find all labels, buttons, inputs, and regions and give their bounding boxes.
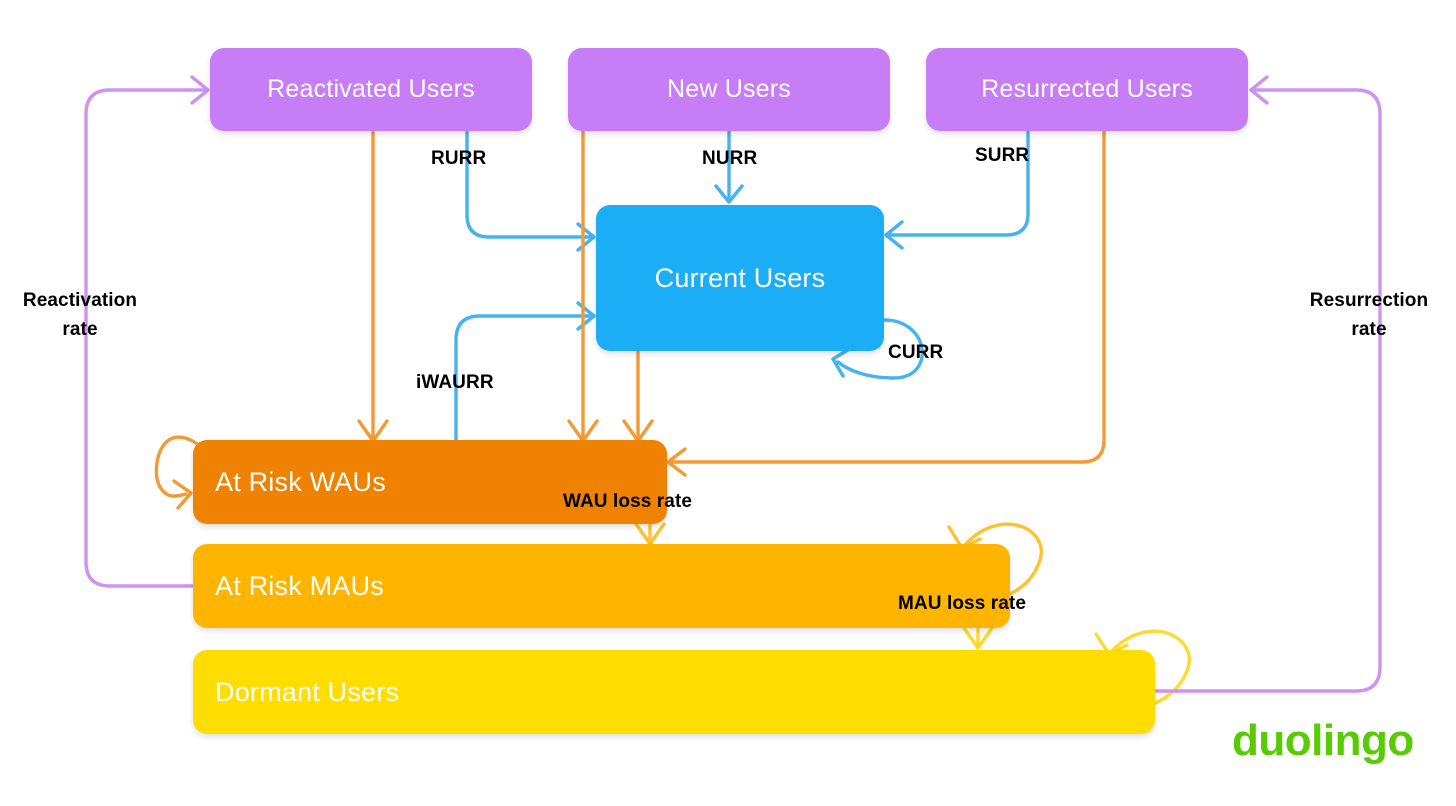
edge-resurrection-rate — [1153, 75, 1382, 693]
node-label-resurrected-users: Resurrected Users — [981, 75, 1193, 103]
node-dormant-users[interactable]: Dormant Users — [193, 650, 1155, 734]
duolingo-logo: duolingo — [1232, 716, 1414, 765]
edge-label-nurr: NURR — [702, 148, 758, 169]
edge-waus-to-maus — [634, 522, 666, 546]
node-label-at-risk-waus: At Risk WAUs — [215, 466, 386, 497]
node-label-at-risk-maus: At Risk MAUs — [215, 570, 384, 601]
node-label-current-users: Current Users — [654, 262, 826, 293]
node-new-users[interactable]: New Users — [568, 48, 890, 131]
edge-label-curr: CURR — [888, 342, 944, 363]
node-at-risk-maus[interactable]: At Risk MAUs — [193, 544, 1010, 628]
node-at-risk-waus[interactable]: At Risk WAUs — [193, 440, 667, 524]
edge-label-iwaurr: iWAURR — [416, 372, 494, 393]
node-resurrected-users[interactable]: Resurrected Users — [926, 48, 1248, 131]
node-current-users[interactable]: Current Users — [596, 205, 884, 351]
edge-label-rurr: RURR — [431, 148, 487, 169]
edge-label-resurrection-rate: Resurrection rate — [1309, 290, 1429, 340]
node-label-new-users: New Users — [666, 75, 792, 103]
node-label-reactivated-users: Reactivated Users — [267, 75, 475, 103]
edge-label-reactivation-rate: Reactivation rate — [22, 290, 138, 340]
node-label-dormant-users: Dormant Users — [215, 676, 400, 707]
edge-maus-to-dormant — [962, 626, 994, 650]
edge-new-to-waus — [567, 129, 599, 443]
edge-current-to-waus — [622, 349, 654, 443]
edge-reactivated-to-waus — [357, 129, 389, 443]
node-reactivated-users[interactable]: Reactivated Users — [210, 48, 532, 131]
edge-label-surr: SURR — [975, 145, 1030, 166]
edge-label-mau-loss-rate: MAU loss rate — [898, 593, 1027, 614]
edge-label-wau-loss-rate: WAU loss rate — [563, 491, 693, 512]
edge-waus-self-loop — [154, 435, 198, 510]
